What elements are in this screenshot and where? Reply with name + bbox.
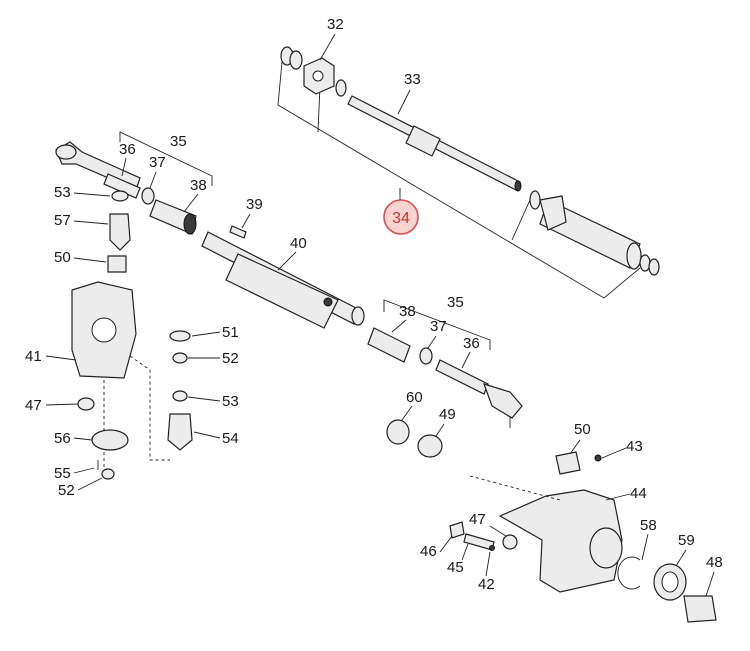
- callout-33: 33: [404, 71, 421, 88]
- callout-49: 49: [439, 406, 456, 423]
- left-tie-rod-group: [55, 131, 213, 235]
- callout-47: 47: [469, 511, 486, 528]
- nut: [77, 397, 95, 411]
- callout-57: 57: [54, 212, 71, 229]
- ball-joint: [167, 413, 193, 451]
- steering-cylinder-assembly: [277, 46, 660, 299]
- piston: [405, 125, 441, 157]
- callout-labels: 32 33 35 36 37 38 39 40 35 38 37 36 53 5…: [25, 16, 723, 593]
- callout-35: 35: [170, 133, 187, 150]
- washer: [169, 330, 191, 342]
- callout-41: 41: [25, 348, 42, 365]
- right-knuckle-group: [449, 451, 717, 623]
- o-ring: [289, 50, 303, 70]
- callout-50: 50: [54, 249, 71, 266]
- callout-34-highlight[interactable]: 34: [383, 199, 419, 235]
- nut: [111, 190, 129, 202]
- leader-lines: [45, 33, 715, 597]
- callout-37: 37: [149, 154, 166, 171]
- tie-rod-end: [55, 141, 141, 191]
- seal: [417, 434, 443, 458]
- callout-53: 53: [54, 184, 71, 201]
- callout-40: 40: [290, 235, 307, 252]
- callout-48: 48: [706, 554, 723, 571]
- inner-joint: [367, 327, 411, 363]
- o-ring: [648, 258, 660, 276]
- sleeve: [683, 595, 717, 623]
- nut: [172, 390, 188, 402]
- nut: [172, 352, 188, 364]
- callout-38: 38: [190, 177, 207, 194]
- seal: [386, 419, 410, 445]
- callout-42: 42: [478, 576, 495, 593]
- callout-51: 51: [222, 324, 239, 341]
- right-tie-rod-group: [367, 299, 523, 428]
- callout-38: 38: [399, 303, 416, 320]
- jam-nut: [419, 347, 433, 365]
- callout-47: 47: [25, 397, 42, 414]
- callout-54: 54: [222, 430, 239, 447]
- tie-rod-end: [483, 383, 523, 419]
- callout-35: 35: [447, 294, 464, 311]
- callout-32: 32: [327, 16, 344, 33]
- ball-joint: [109, 213, 131, 251]
- callout-36: 36: [119, 141, 136, 158]
- o-ring: [529, 190, 541, 210]
- callout-59: 59: [678, 532, 695, 549]
- seal-ring: [335, 79, 347, 97]
- callout-60: 60: [406, 389, 423, 406]
- center-tube: [201, 231, 365, 329]
- callout-34[interactable]: 34: [392, 210, 410, 227]
- nut: [502, 534, 518, 550]
- bolt: [229, 225, 247, 239]
- callout-52: 52: [222, 350, 239, 367]
- callout-36: 36: [463, 335, 480, 352]
- nut: [101, 468, 115, 480]
- callout-43: 43: [626, 438, 643, 455]
- callout-55: 55: [54, 465, 71, 482]
- nut: [449, 521, 465, 539]
- tube: [103, 173, 141, 199]
- jam-nut: [141, 187, 155, 205]
- bushing: [555, 451, 581, 475]
- callout-46: 46: [420, 543, 437, 560]
- left-knuckle-group: [71, 190, 193, 480]
- callout-56: 56: [54, 430, 71, 447]
- callout-39: 39: [246, 196, 263, 213]
- callout-52: 52: [58, 482, 75, 499]
- cap: [91, 429, 129, 451]
- bushing: [107, 255, 127, 273]
- callout-58: 58: [640, 517, 657, 534]
- callout-50: 50: [574, 421, 591, 438]
- tube: [435, 359, 489, 395]
- callout-53: 53: [222, 393, 239, 410]
- callout-37: 37: [430, 318, 447, 335]
- callout-45: 45: [447, 559, 464, 576]
- callout-44: 44: [630, 485, 647, 502]
